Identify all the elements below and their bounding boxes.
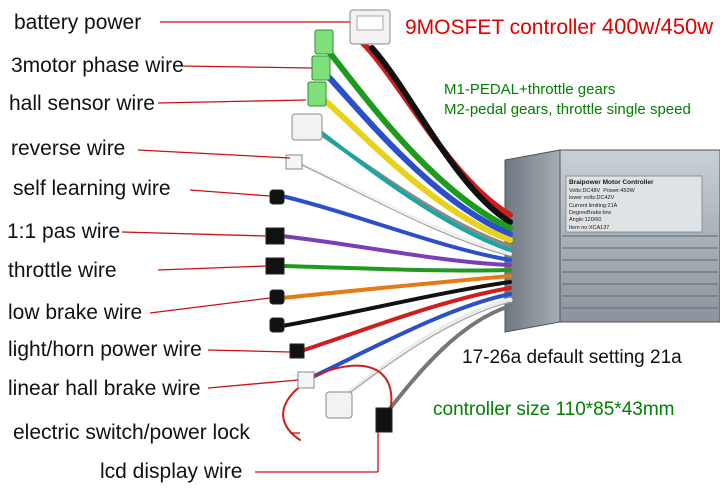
label-linear-hall-brake-wire: linear hall brake wire — [8, 377, 201, 400]
nameplate-limit: Current limiting:21A — [569, 202, 618, 209]
nameplate-power: Power:450W — [603, 187, 635, 194]
label-throttle-wire: throttle wire — [8, 259, 117, 282]
controller-box — [504, 149, 720, 333]
nameplate-lower: lower volts:DC42V — [569, 195, 615, 202]
mode-m1: M1-PEDAL+throttle gears — [444, 81, 616, 98]
phase-connectors — [307, 29, 334, 107]
hall-connector — [291, 113, 323, 141]
mode-m2: M2-pedal gears, throttle single speed — [444, 101, 691, 118]
nameplate-volts: Volts:DC48V — [569, 187, 601, 194]
nameplate-volts-row: Volts:DC48V Power:450W — [569, 188, 654, 195]
label-light-horn-power-wire: light/horn power wire — [8, 338, 202, 361]
nameplate: Braipower Motor Controller Volts:DC48V P… — [569, 179, 654, 232]
current-setting: 17-26a default setting 21a — [462, 347, 682, 368]
label-electric-switch-power-lock: electric switch/power lock — [13, 421, 250, 444]
label-reverse-wire: reverse wire — [11, 137, 126, 160]
nameplate-brake: DegreeBrake:low — [569, 210, 612, 217]
controller-power: 400w/450w — [601, 14, 714, 39]
controller-title: 9MOSFET controller 400w/450w — [405, 14, 713, 40]
nameplate-angle: Angle:120/60 — [569, 217, 602, 224]
label-battery-power: battery power — [14, 11, 142, 34]
small-connectors — [265, 154, 393, 433]
wire-harness — [280, 39, 513, 441]
label-3motor-phase-wire: 3motor phase wire — [11, 54, 184, 77]
label-1-1-pas-wire: 1:1 pas wire — [7, 220, 121, 243]
controller-model: 9MOSFET controller — [405, 16, 596, 39]
pointer-lines — [121, 21, 379, 473]
nameplate-heading: Braipower Motor Controller — [569, 179, 654, 186]
nameplate-item: Item no:XCA137 — [569, 224, 610, 231]
label-self-learning-wire: self learning wire — [13, 177, 171, 200]
label-low-brake-wire: low brake wire — [8, 301, 143, 324]
controller-size: controller size 110*85*43mm — [433, 399, 675, 420]
label-lcd-display-wire: lcd display wire — [100, 460, 243, 483]
label-hall-sensor-wire: hall sensor wire — [9, 92, 155, 115]
battery-connector — [349, 9, 391, 45]
